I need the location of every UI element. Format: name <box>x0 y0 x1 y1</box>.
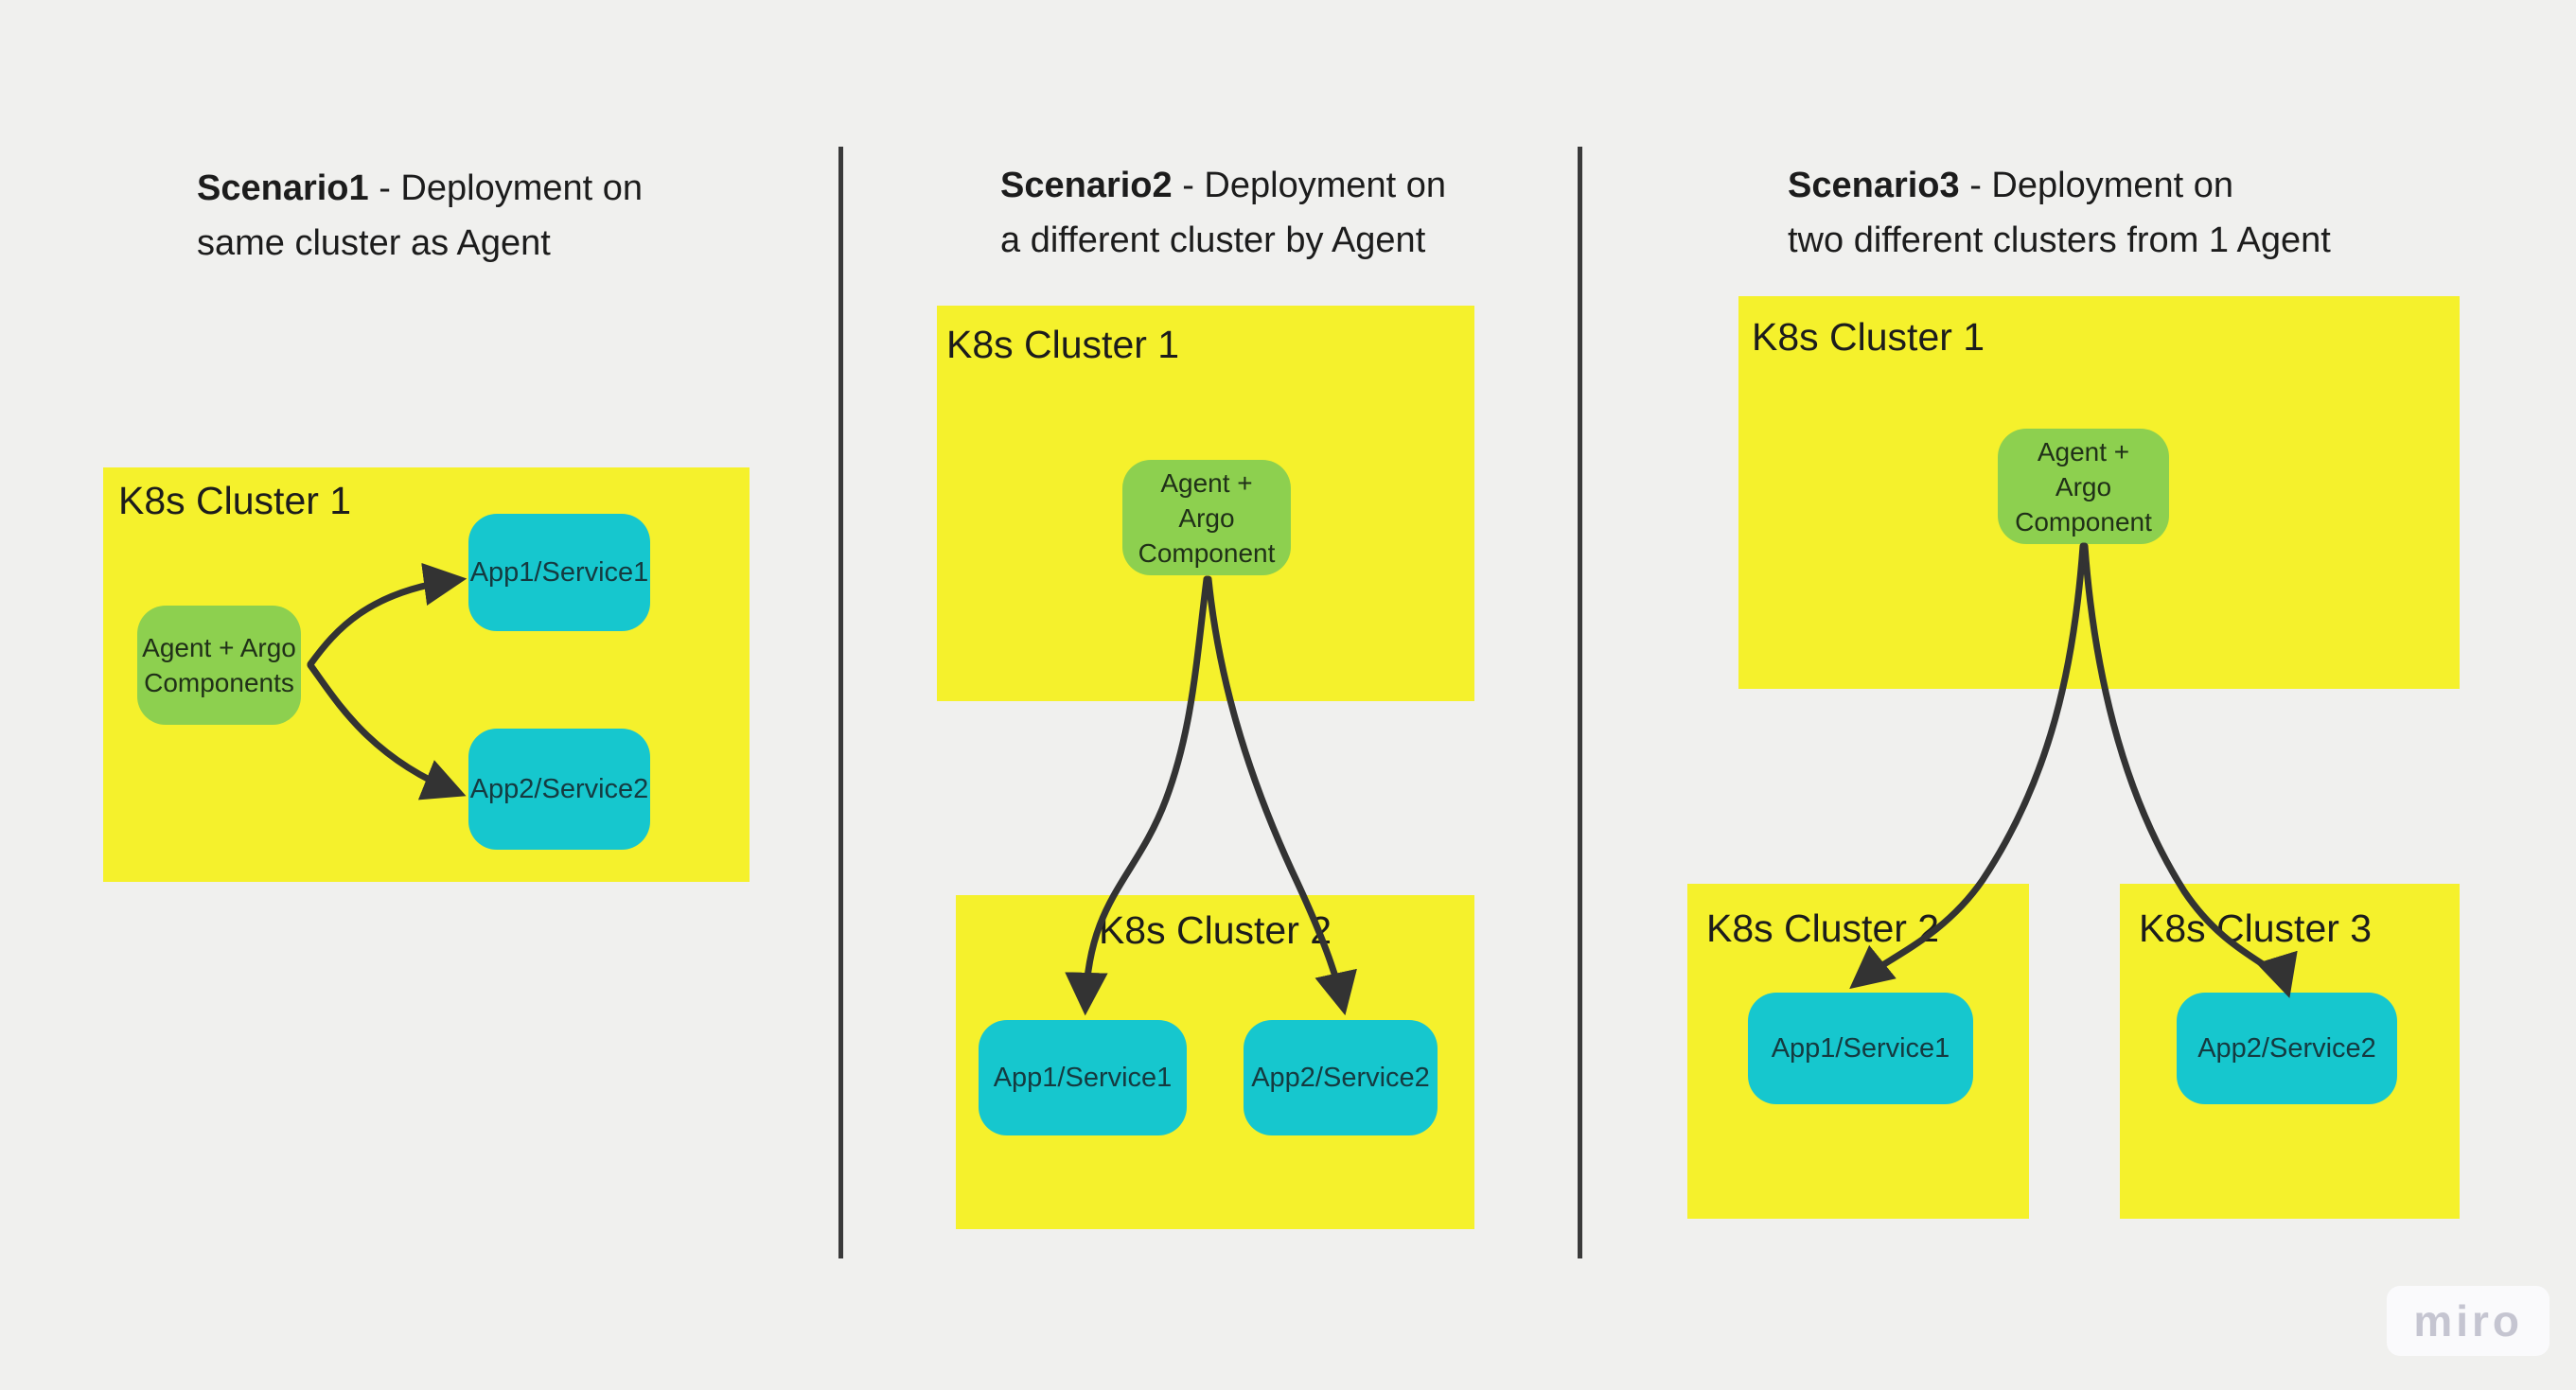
s2-agent-label-line3: Component <box>1138 537 1276 568</box>
scenario2-title[interactable]: Scenario2 - Deployment on a different cl… <box>1000 158 1446 268</box>
s2-agent-label-line1: Agent + <box>1160 467 1253 498</box>
s3-cluster1-label: K8s Cluster 1 <box>1752 315 1985 359</box>
s3-agent-label: Agent + Argo Component <box>2015 434 2152 539</box>
s3-app1-label: App1/Service1 <box>1771 1032 1950 1064</box>
s3-agent-label-line3: Component <box>2015 506 2152 537</box>
scenario3-title-bold: Scenario3 <box>1788 166 1960 205</box>
scenario3-title-line1: Scenario3 - Deployment on <box>1788 158 2331 213</box>
scenario3-title-tail: - Deployment on <box>1959 166 2234 205</box>
s2-app2-node[interactable]: App2/Service2 <box>1244 1020 1438 1135</box>
scenario1-title[interactable]: Scenario1 - Deployment on same cluster a… <box>197 161 643 271</box>
miro-logo-watermark: miro <box>2387 1286 2550 1356</box>
s2-cluster1-box[interactable]: K8s Cluster 1 <box>937 306 1474 701</box>
s1-app1-label: App1/Service1 <box>469 556 649 588</box>
s2-cluster2-label: K8s Cluster 2 <box>1098 908 1332 952</box>
s3-agent-label-line1: Agent + <box>2037 436 2130 466</box>
s2-agent-label-line2: Argo <box>1178 502 1235 533</box>
s3-agent-label-line2: Argo <box>2055 471 2112 501</box>
scenario1-title-line1: Scenario1 - Deployment on <box>197 161 643 216</box>
scenario1-title-bold: Scenario1 <box>197 168 369 208</box>
s3-cluster3-label: K8s Cluster 3 <box>2139 906 2373 950</box>
s1-agent-label-line1: Agent + Argo <box>142 633 296 662</box>
s1-agent-label: Agent + Argo Components <box>142 630 296 700</box>
s2-app2-label: App2/Service2 <box>1251 1062 1430 1093</box>
s3-arrow-agent-to-app2[interactable] <box>2081 542 2298 998</box>
s3-agent-node[interactable]: Agent + Argo Component <box>1998 429 2169 544</box>
s3-app1-node[interactable]: App1/Service1 <box>1748 993 1973 1104</box>
s3-arrow-agent-to-app1[interactable] <box>1849 542 2087 990</box>
scenario2-title-bold: Scenario2 <box>1000 166 1173 205</box>
s1-agent-label-line2: Components <box>144 668 294 697</box>
s2-agent-node[interactable]: Agent + Argo Component <box>1122 460 1291 575</box>
divider-line-1[interactable] <box>838 147 843 1258</box>
scenario2-title-tail: - Deployment on <box>1172 166 1447 205</box>
s1-cluster1-label: K8s Cluster 1 <box>118 479 352 522</box>
s3-app2-node[interactable]: App2/Service2 <box>2177 993 2397 1104</box>
s3-app2-label: App2/Service2 <box>2197 1032 2376 1064</box>
s1-agent-node[interactable]: Agent + Argo Components <box>137 606 301 725</box>
s1-app1-node[interactable]: App1/Service1 <box>468 514 650 631</box>
s2-arrow-agent-to-app2[interactable] <box>1205 575 1357 1016</box>
s2-app1-node[interactable]: App1/Service1 <box>979 1020 1187 1135</box>
s1-app2-label: App2/Service2 <box>469 773 649 804</box>
divider-line-2[interactable] <box>1578 147 1582 1258</box>
scenario1-title-line2: same cluster as Agent <box>197 223 551 263</box>
scenario3-title-line2: two different clusters from 1 Agent <box>1788 220 2331 260</box>
scenario2-title-line2: a different cluster by Agent <box>1000 220 1426 260</box>
scenario1-title-tail: - Deployment on <box>368 168 644 208</box>
s1-app2-node[interactable]: App2/Service2 <box>468 729 650 850</box>
s1-arrow-agent-to-app1[interactable] <box>307 562 468 668</box>
scenario2-title-line1: Scenario2 - Deployment on <box>1000 158 1446 213</box>
s3-cluster2-label: K8s Cluster 2 <box>1706 906 1940 950</box>
s2-cluster1-label: K8s Cluster 1 <box>946 323 1180 366</box>
s2-app1-label: App1/Service1 <box>993 1062 1173 1093</box>
scenario3-title[interactable]: Scenario3 - Deployment on two different … <box>1788 158 2331 268</box>
s2-arrow-agent-to-app1[interactable] <box>1065 575 1210 1016</box>
s1-arrow-agent-to-app2[interactable] <box>307 661 467 801</box>
s2-agent-label: Agent + Argo Component <box>1138 466 1276 571</box>
